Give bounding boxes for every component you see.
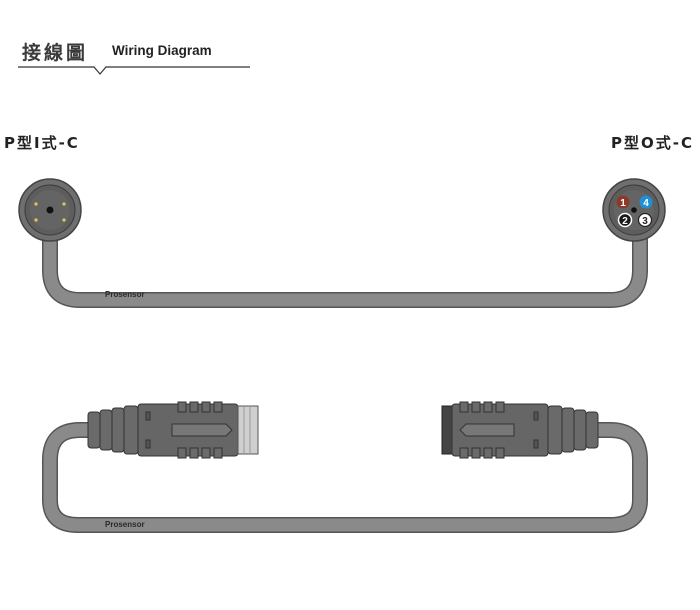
left-connector-label: P型I式-C (4, 134, 80, 152)
pin-contact (62, 202, 66, 206)
pin-contact (34, 202, 38, 206)
pin-3-label: 3 (642, 216, 648, 227)
pin-2-black (617, 212, 633, 228)
top-cable (43, 230, 647, 307)
pin-contact (62, 218, 66, 222)
left-side-connector (87, 401, 259, 459)
pin-4-blue (639, 195, 653, 209)
bottom-cable (43, 423, 647, 532)
diagram-title-english: Wiring Diagram (112, 43, 212, 58)
right-female-connector: 1 4 2 3 (602, 178, 666, 242)
pin-1-brown (616, 195, 630, 209)
pin-3-white (637, 212, 653, 228)
pin-2-label: 2 (622, 216, 628, 227)
title-underline (18, 66, 250, 75)
top-cable-brand: Prosensor (105, 290, 145, 299)
right-side-connector (441, 401, 599, 459)
pin-4-label: 4 (643, 198, 649, 209)
right-connector-label: P型O式-C (611, 134, 694, 152)
bottom-cable-brand: Prosensor (105, 520, 145, 529)
diagram-title-chinese: 接線圖 (22, 42, 89, 64)
pin-1-label: 1 (620, 198, 626, 209)
pin-contact (34, 218, 38, 222)
center-key-dot (46, 206, 54, 214)
left-male-connector (18, 178, 82, 242)
